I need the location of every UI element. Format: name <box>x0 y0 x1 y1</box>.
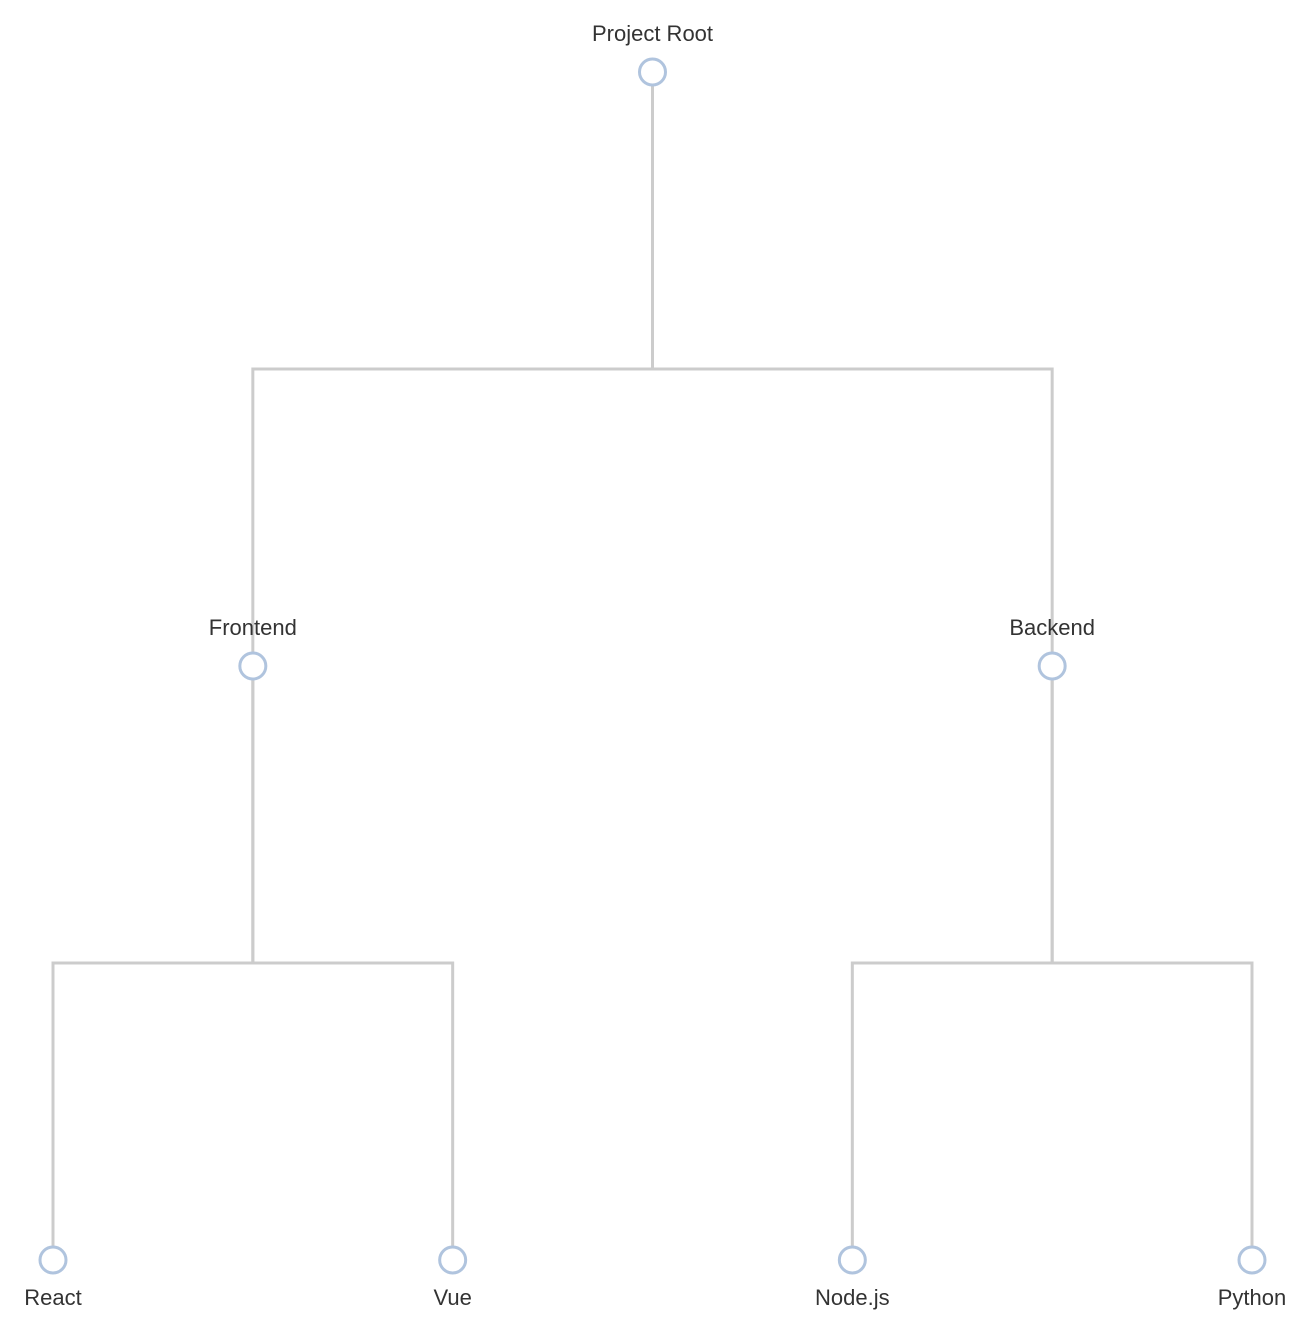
link-frontend-to-vue <box>251 666 455 1260</box>
node-node-js[interactable]: Node.js <box>815 1245 890 1310</box>
node-project-root[interactable]: Project Root <box>592 21 713 87</box>
node-label-python: Python <box>1218 1285 1287 1310</box>
node-frontend[interactable]: Frontend <box>209 615 297 681</box>
node-circle-node-js[interactable] <box>837 1245 867 1275</box>
node-react[interactable]: React <box>24 1245 82 1310</box>
link-backend-to-python <box>1050 666 1254 1260</box>
node-label-vue: Vue <box>434 1285 472 1310</box>
node-label-project-root: Project Root <box>592 21 713 46</box>
node-circle-vue[interactable] <box>438 1245 468 1275</box>
link-frontend-to-react <box>51 666 255 1260</box>
link-project-root-to-backend <box>651 72 1054 666</box>
link-project-root-to-frontend <box>251 72 654 666</box>
node-circle-backend[interactable] <box>1037 651 1067 681</box>
node-label-node-js: Node.js <box>815 1285 890 1310</box>
node-label-frontend: Frontend <box>209 615 297 640</box>
node-circle-frontend[interactable] <box>238 651 268 681</box>
node-circle-react[interactable] <box>38 1245 68 1275</box>
link-backend-to-node-js <box>850 666 1054 1260</box>
node-label-react: React <box>24 1285 81 1310</box>
tree-links <box>51 72 1254 1260</box>
node-python[interactable]: Python <box>1218 1245 1287 1310</box>
node-backend[interactable]: Backend <box>1009 615 1095 681</box>
node-vue[interactable]: Vue <box>434 1245 472 1310</box>
node-circle-python[interactable] <box>1237 1245 1267 1275</box>
node-circle-project-root[interactable] <box>638 57 667 87</box>
node-label-backend: Backend <box>1009 615 1095 640</box>
